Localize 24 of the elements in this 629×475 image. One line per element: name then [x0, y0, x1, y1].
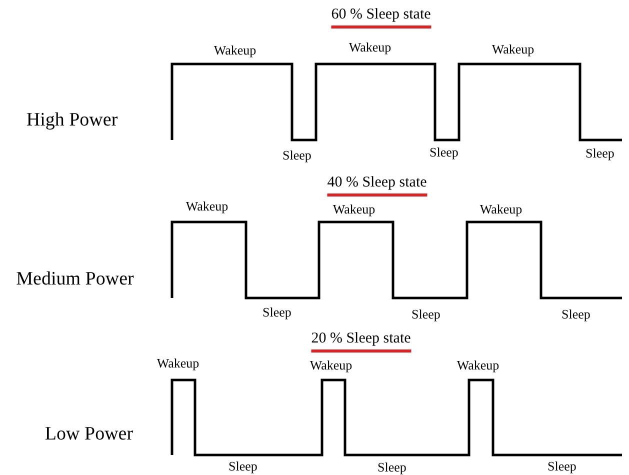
state-label: Sleep — [562, 308, 590, 320]
duty-cycle-heading: 20 % Sleep state — [311, 332, 411, 352]
state-label: Wakeup — [156, 356, 200, 370]
state-label: Wakeup — [456, 358, 500, 372]
duty-cycle-heading: 40 % Sleep state — [327, 176, 427, 196]
state-label: Sleep — [586, 146, 614, 160]
state-label: Wakeup — [332, 202, 376, 216]
state-label: Sleep — [430, 146, 458, 158]
state-label: Wakeup — [310, 358, 352, 372]
state-label: Sleep — [262, 306, 292, 318]
state-label: Sleep — [228, 460, 258, 472]
state-label: Sleep — [282, 148, 312, 162]
state-label: Sleep — [378, 460, 406, 474]
state-label: Wakeup — [186, 200, 228, 212]
state-label: Sleep — [548, 460, 576, 472]
duty-cycle-heading: 60 % Sleep state — [331, 8, 431, 28]
state-label: Wakeup — [348, 40, 392, 54]
power-mode-label: Medium Power — [16, 270, 134, 288]
state-label: Wakeup — [480, 202, 522, 216]
power-mode-label: High Power — [26, 110, 118, 130]
power-mode-label: Low Power — [44, 424, 134, 444]
state-label: Sleep — [412, 308, 440, 320]
state-label: Wakeup — [492, 42, 534, 56]
state-label: Wakeup — [214, 44, 256, 56]
